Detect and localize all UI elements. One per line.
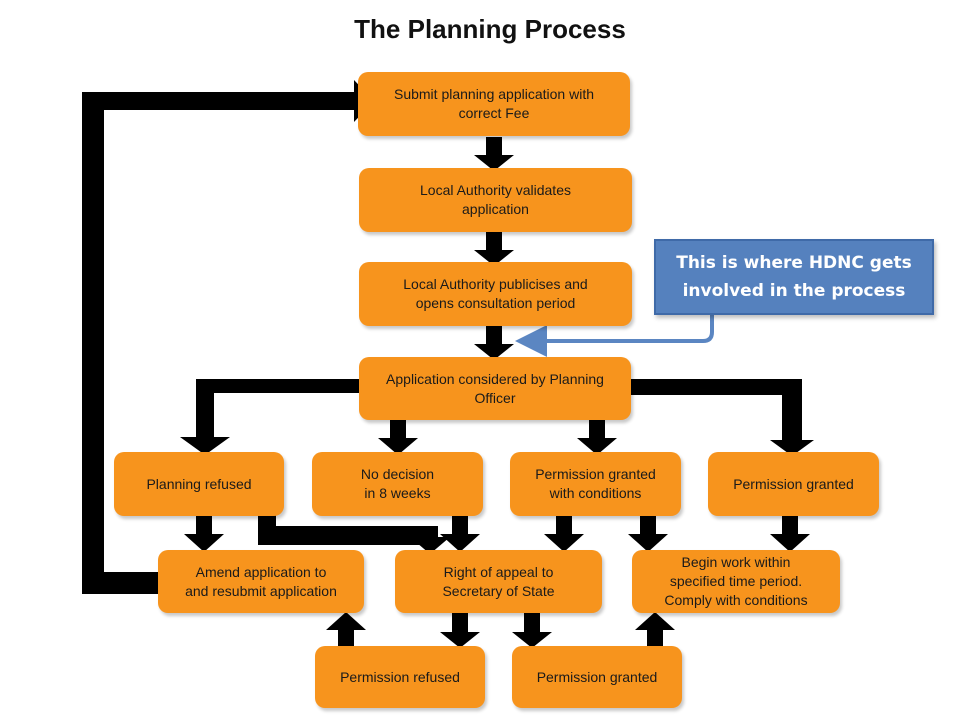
arrow-submit-to-validate xyxy=(474,137,514,171)
node-publicise-consultation: Local Authority publicises and opens con… xyxy=(359,262,632,326)
hdnc-callout: This is where HDNC gets involved in the … xyxy=(654,239,934,315)
node-permission-granted: Permission granted xyxy=(708,452,879,516)
arrow-considered-to-granted xyxy=(630,379,814,456)
arrow-permission-granted-to-begin-work xyxy=(635,612,675,647)
node-permission-granted-with-conditions: Permission granted with conditions xyxy=(510,452,681,516)
arrow-no-decision-to-appeal xyxy=(440,515,480,552)
arrow-appeal-to-permission-granted xyxy=(512,613,552,648)
node-planning-refused: Planning refused xyxy=(114,452,284,516)
node-right-of-appeal: Right of appeal to Secretary of State xyxy=(395,550,602,613)
node-begin-work: Begin work within specified time period.… xyxy=(632,550,840,613)
arrow-considered-to-refused xyxy=(180,379,362,455)
arrow-granted-to-begin-work xyxy=(770,515,810,552)
arrow-amend-back-to-submit xyxy=(82,80,374,594)
node-considered-by-officer: Application considered by Planning Offic… xyxy=(359,357,631,420)
node-appeal-permission-refused: Permission refused xyxy=(315,646,485,708)
node-validate-application: Local Authority validates application xyxy=(359,168,632,232)
arrow-appeal-to-permission-refused xyxy=(440,613,480,648)
diagram-title: The Planning Process xyxy=(354,14,626,44)
node-amend-and-resubmit: Amend application to and resubmit applic… xyxy=(158,550,364,613)
arrow-considered-to-no-decision xyxy=(378,419,418,455)
arrow-refused-to-appeal xyxy=(258,515,450,554)
arrow-granted-conditions-to-begin-work xyxy=(628,515,668,552)
node-submit-application: Submit planning application with correct… xyxy=(358,72,630,136)
arrow-granted-conditions-to-appeal xyxy=(544,515,584,552)
node-appeal-permission-granted: Permission granted xyxy=(512,646,682,708)
arrow-considered-to-granted-conditions xyxy=(577,419,617,455)
callout-connector xyxy=(515,314,714,357)
arrow-refused-to-amend xyxy=(184,515,224,552)
arrow-validate-to-publicise xyxy=(474,231,514,266)
arrow-permission-refused-to-amend xyxy=(326,612,366,647)
node-no-decision: No decision in 8 weeks xyxy=(312,452,483,516)
arrow-publicise-to-considered xyxy=(474,325,514,360)
